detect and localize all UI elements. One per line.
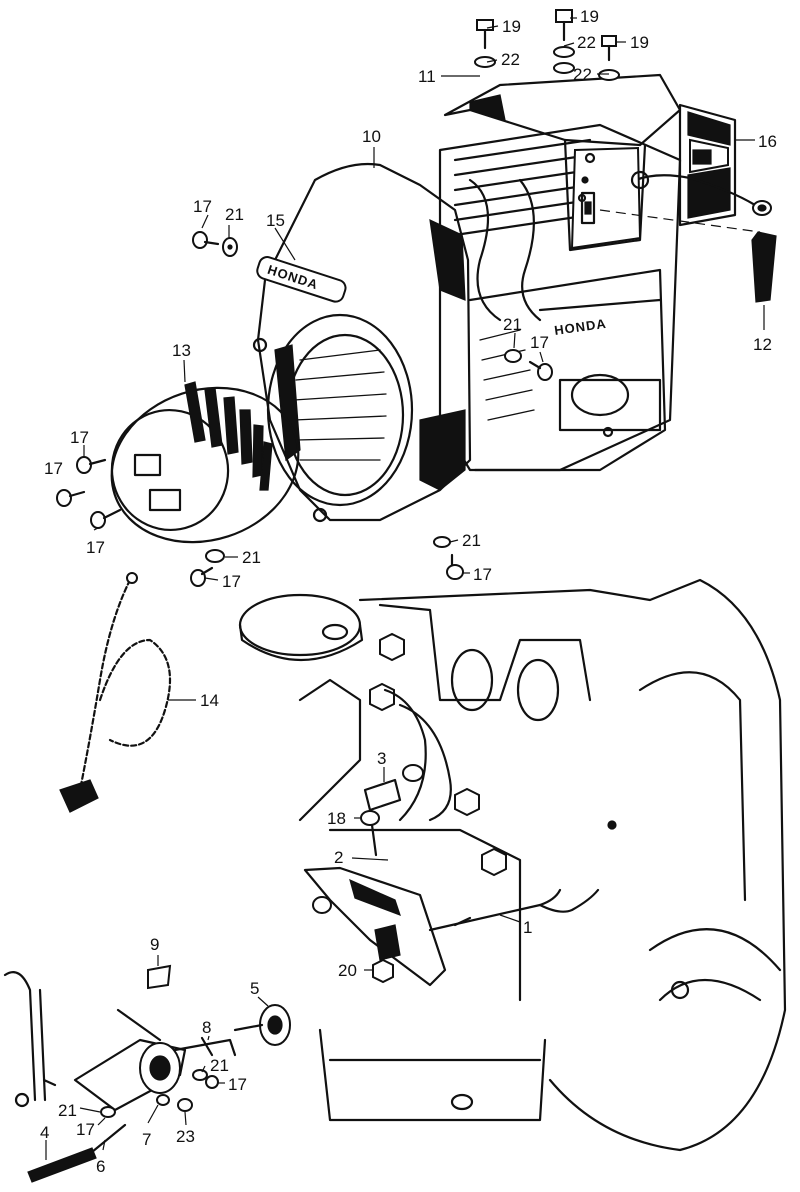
callout-19c: 19 [630,33,649,52]
part-2-control-plate [303,866,447,987]
callout-13: 13 [172,341,191,360]
callout-22c: 22 [573,65,592,84]
bolt-17-recoil-a [76,456,107,474]
washer-21-throttle-a [100,1106,116,1118]
bolt-17-throttle-b [205,1075,219,1089]
callout-7: 7 [142,1130,151,1149]
throttle-control-assembly [3,964,237,1112]
part-11-cylinder-cover [443,73,682,252]
callout-15: 15 [266,211,285,230]
callout-17a: 17 [193,197,212,216]
callout-19b: 19 [580,7,599,26]
callout-17b: 17 [530,333,549,352]
part-5-knob [233,1004,291,1046]
washer-21-throttle-b [192,1069,208,1081]
callout-21f: 21 [58,1101,77,1120]
washer-22-mid-a [553,46,575,58]
washer-22-left [474,56,496,68]
cylinder-block: HONDA [438,123,682,472]
part-20-nut [372,958,394,984]
washer-22-right [598,69,620,81]
bolt-17-lower-mid [446,553,464,580]
callout-18: 18 [327,809,346,828]
bolt-19-left [476,19,494,50]
callout-16: 16 [758,132,777,151]
part-18-screw [360,810,380,857]
part-16-side-shroud [623,103,772,227]
callout-2: 2 [334,848,343,867]
engine-lower-body [238,578,787,1152]
callout-21d: 21 [462,531,481,550]
callout-19a: 19 [502,17,521,36]
callout-21e: 21 [210,1056,229,1075]
washer-21-below-recoil [205,549,225,563]
callout-17f: 17 [222,572,241,591]
part-3-bracket [363,688,452,822]
callout-6: 6 [96,1157,105,1176]
part-10-fan-cover [252,162,472,523]
callout-labels: 19 19 19 22 22 22 11 16 12 10 15 13 17 2… [40,7,777,1176]
bolt-17-recoil-c [90,508,122,529]
part-12-plug-cap [599,209,777,303]
callout-5: 5 [250,979,259,998]
bolt-17-below-recoil [190,566,214,587]
callout-4: 4 [40,1123,49,1142]
bolt-19-right [601,35,617,62]
callout-17h: 17 [228,1075,247,1094]
callout-9: 9 [150,935,159,954]
callout-3: 3 [377,749,386,768]
callout-14: 14 [200,691,219,710]
part-23-washer [177,1098,193,1112]
part-13-recoil-case [110,381,300,544]
part-7-clip [156,1094,170,1106]
part-14-starter-rope [59,572,172,813]
callout-22a: 22 [501,50,520,69]
callout-8: 8 [202,1018,211,1037]
bolt-17-upper-left [192,231,238,257]
bolt-17-crankcase [528,360,553,381]
callout-21c: 21 [242,548,261,567]
callout-17g: 17 [473,565,492,584]
part-6-rod [90,1123,127,1154]
callout-10: 10 [362,127,381,146]
part-15-honda-badge: HONDA [256,256,347,303]
callout-21b: 21 [503,315,522,334]
part-4-spring [27,1147,97,1183]
callout-17i: 17 [76,1120,95,1139]
callout-23: 23 [176,1127,195,1146]
callout-17e: 17 [86,538,105,557]
part-1-control-rod [428,888,600,932]
leader-lines [45,17,765,1160]
callout-12: 12 [753,335,772,354]
callout-11: 11 [418,67,436,86]
crankcase-lettering: HONDA [553,316,607,338]
part-8-pin [200,1036,214,1057]
callout-21a: 21 [225,205,244,224]
washer-22-mid-b [553,62,575,74]
washer-21-crankcase [504,349,522,363]
callout-17d: 17 [44,459,63,478]
callout-17c: 17 [70,428,89,447]
bolt-17-recoil-b [56,489,86,507]
bolt-19-mid [555,9,573,42]
callout-22b: 22 [577,33,596,52]
callout-20: 20 [338,961,357,980]
washer-21-lower-mid [433,536,451,548]
callout-1: 1 [523,918,532,937]
